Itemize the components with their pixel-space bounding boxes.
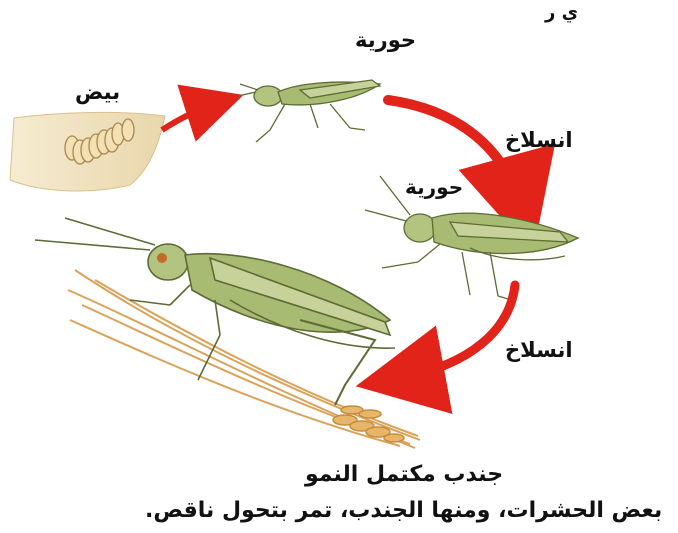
nymph-first-illustration — [238, 80, 380, 142]
arrow-molting-second — [400, 285, 515, 378]
arrow-eggs-to-nymph — [162, 104, 215, 130]
nymph-first-label: حورية — [355, 28, 416, 52]
molting-first-label: انسلاخ — [505, 128, 573, 152]
adult-grasshopper-illustration — [35, 218, 395, 405]
nymph-second-label: حورية — [405, 175, 463, 199]
eggs-cluster — [10, 112, 165, 191]
adult-label: جندب مكتمل النمو — [305, 462, 503, 487]
molting-second-label: انسلاخ — [505, 338, 573, 362]
nymph-second-illustration — [365, 176, 578, 300]
top-cut-label: ي ر — [545, 2, 578, 23]
eggs-label: بيض — [75, 80, 120, 104]
caption: بعض الحشرات، ومنها الجندب، تمر بتحول ناق… — [145, 498, 662, 523]
